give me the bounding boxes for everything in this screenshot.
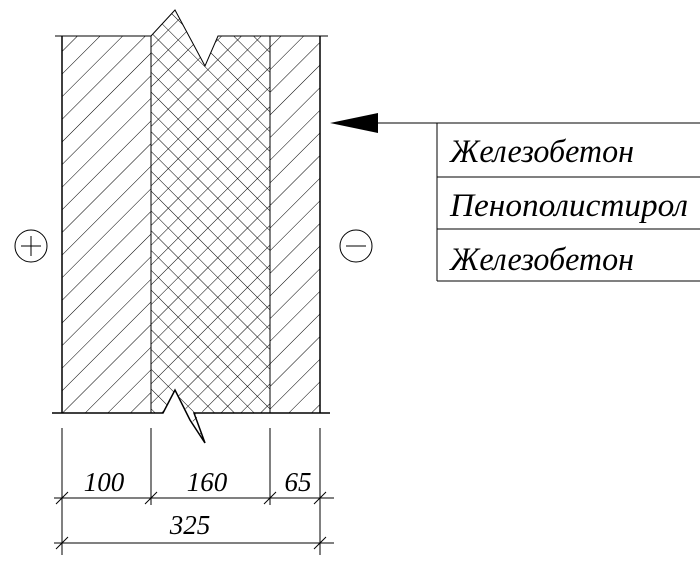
material-legend: Железобетон Пенополистирол Железобетон [436, 122, 700, 282]
dimension-layer-3: 65 [285, 467, 312, 497]
bottom-break-line [52, 388, 330, 444]
dimension-lines [54, 428, 334, 555]
leader-arrow [330, 113, 437, 133]
dimension-layer-1: 100 [84, 467, 125, 497]
plus-sign-icon [14, 229, 48, 263]
dimension-layer-2: 160 [187, 467, 228, 497]
layer-concrete-left [61, 36, 151, 413]
layer-concrete-right [270, 36, 321, 413]
minus-sign-icon [339, 229, 373, 263]
legend-row-2: Пенополистирол [449, 188, 688, 224]
legend-row-1: Железобетон [449, 134, 634, 170]
legend-row-3: Железобетон [449, 242, 634, 278]
dimension-total: 325 [169, 510, 211, 540]
layer-polystyrene [150, 10, 271, 443]
top-break-line [55, 9, 328, 68]
